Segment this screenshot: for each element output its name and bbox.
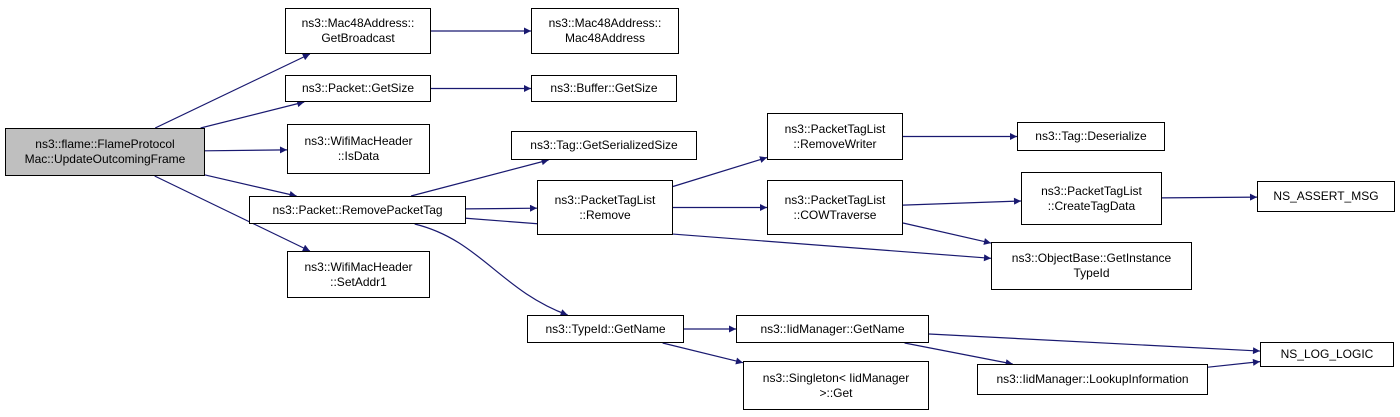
- edge-iidmanager-get-name-to-ns-log-logic: [928, 333, 1261, 355]
- edge-packet-remove-packet-tag-to-ptl-remove: [465, 204, 538, 212]
- node-label-line: ns3::flame::FlameProtocol: [35, 137, 175, 151]
- node-label-line: ::Remove: [579, 207, 631, 222]
- node-label-line: ::CreateTagData: [1047, 198, 1136, 213]
- node-mac48-get-broadcast[interactable]: ns3::Mac48Address::GetBroadcast: [285, 8, 431, 54]
- edge-root-to-packet-remove-packet-tag: [204, 174, 297, 198]
- node-label-line: Mac::UpdateOutcomingFrame: [24, 152, 186, 166]
- node-buffer-get-size[interactable]: ns3::Buffer::GetSize: [531, 75, 677, 102]
- node-ns-assert-msg[interactable]: NS_ASSERT_MSG: [1257, 181, 1395, 212]
- node-iidmanager-get-name[interactable]: ns3::IidManager::GetName: [736, 315, 929, 343]
- node-tag-deserialize[interactable]: ns3::Tag::Deserialize: [1017, 122, 1165, 151]
- node-ptl-remove-writer[interactable]: ns3::PacketTagList::RemoveWriter: [767, 113, 903, 160]
- node-label-line: ::RemoveWriter: [793, 136, 877, 151]
- node-label-line: ns3::Singleton< IidManager: [762, 370, 910, 385]
- node-label-line: ::IsData: [337, 149, 380, 163]
- node-label-line: ns3::IidManager::GetName: [760, 321, 905, 336]
- node-label-line: ns3::IidManager::LookupInformation: [996, 372, 1189, 386]
- edge-ptl-cow-traverse-to-objectbase-get-instance-typeid: [902, 222, 992, 245]
- edge-ptl-create-tag-data-to-ns-assert-msg: [1161, 193, 1258, 201]
- edge-iidmanager-lookup-information-to-ns-log-logic: [1207, 358, 1261, 368]
- node-label-line: >::Get: [819, 385, 853, 400]
- edge-iidmanager-get-name-to-iidmanager-lookup-information: [904, 342, 1013, 367]
- node-label-line: GetBroadcast: [321, 31, 395, 45]
- edge-packet-remove-packet-tag-to-tag-get-serialized-size: [410, 158, 549, 197]
- node-label-line: ns3::WifiMacHeader: [304, 134, 413, 148]
- node-label-line: ns3::WifiMacHeader: [304, 259, 413, 274]
- node-singleton-get[interactable]: ns3::Singleton< IidManager>::Get: [743, 361, 929, 410]
- node-mac48-ctor[interactable]: ns3::Mac48Address::Mac48Address: [531, 8, 679, 54]
- edge-ptl-cow-traverse-to-ptl-create-tag-data: [902, 197, 1022, 206]
- node-label-line: ns3::Tag::Deserialize: [1035, 129, 1147, 143]
- node-iidmanager-lookup-information[interactable]: ns3::IidManager::LookupInformation: [977, 364, 1208, 395]
- edge-root-to-mac48-get-broadcast: [154, 53, 311, 129]
- edge-typeid-get-name-to-singleton-get: [662, 342, 744, 365]
- node-label-line: ns3::TypeId::GetName: [545, 321, 666, 336]
- node-label-line: ns3::Packet::GetSize: [301, 81, 415, 95]
- node-packet-remove-packet-tag[interactable]: ns3::Packet::RemovePacketTag: [249, 196, 466, 224]
- node-label-line: ns3::ObjectBase::GetInstance: [1011, 251, 1172, 265]
- node-packet-get-size[interactable]: ns3::Packet::GetSize: [285, 75, 431, 102]
- node-ptl-create-tag-data[interactable]: ns3::PacketTagList::CreateTagData: [1021, 172, 1162, 225]
- node-wifi-set-addr1[interactable]: ns3::WifiMacHeader::SetAddr1: [287, 251, 430, 298]
- node-label-line: TypeId: [1073, 266, 1110, 280]
- node-wifi-is-data[interactable]: ns3::WifiMacHeader::IsData: [287, 124, 430, 174]
- node-label-line: ns3::PacketTagList: [1041, 183, 1142, 198]
- node-label-line: ns3::Buffer::GetSize: [550, 81, 658, 95]
- edge-packet-remove-packet-tag-to-typeid-get-name: [414, 223, 568, 316]
- node-tag-get-serialized-size[interactable]: ns3::Tag::GetSerializedSize: [511, 131, 697, 160]
- node-label-line: NS_ASSERT_MSG: [1273, 189, 1379, 203]
- node-ns-log-logic[interactable]: NS_LOG_LOGIC: [1260, 342, 1394, 367]
- node-label-line: ::SetAddr1: [330, 274, 387, 289]
- node-label-line: ns3::Packet::RemovePacketTag: [272, 202, 443, 217]
- node-ptl-cow-traverse[interactable]: ns3::PacketTagList::COWTraverse: [767, 180, 903, 235]
- node-label-line: ns3::PacketTagList: [784, 121, 886, 136]
- edge-root-to-packet-get-size: [200, 100, 305, 129]
- node-label-line: ::COWTraverse: [793, 207, 877, 222]
- node-label-line: ns3::PacketTagList: [554, 192, 656, 207]
- node-label-line: ns3::Mac48Address::: [301, 16, 415, 30]
- node-label-line: ns3::Mac48Address::: [548, 16, 662, 30]
- node-typeid-get-name[interactable]: ns3::TypeId::GetName: [527, 315, 684, 343]
- node-label-line: ns3::Tag::GetSerializedSize: [530, 138, 678, 152]
- edge-ptl-remove-to-ptl-remove-writer: [672, 156, 768, 188]
- edge-root-to-wifi-is-data: [204, 146, 288, 154]
- node-label-line: Mac48Address: [564, 31, 646, 45]
- edge-root-to-wifi-set-addr1: [154, 175, 311, 252]
- node-ptl-remove[interactable]: ns3::PacketTagList::Remove: [537, 180, 673, 235]
- node-label-line: ns3::PacketTagList: [784, 192, 886, 207]
- node-label-line: NS_LOG_LOGIC: [1280, 347, 1374, 361]
